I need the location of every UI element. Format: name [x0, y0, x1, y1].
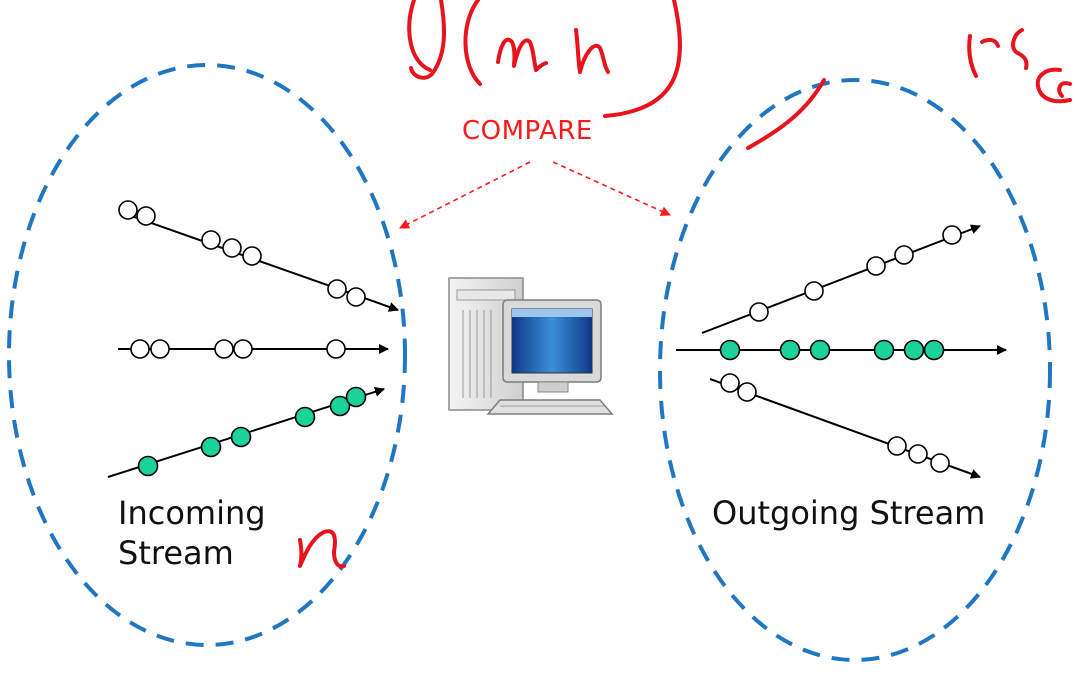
packet-filled	[137, 455, 159, 477]
packet-empty	[327, 279, 347, 299]
incoming-stream-boundary	[7, 63, 407, 647]
packet-empty	[930, 453, 950, 473]
incoming-stream-label-line2: Stream	[118, 534, 234, 572]
desktop-computer-icon	[448, 277, 614, 415]
handwritten-formula-o-mn	[407, 0, 1072, 150]
compare-label: COMPARE	[462, 116, 593, 146]
packet-empty	[118, 200, 138, 220]
packet-empty	[894, 245, 914, 265]
packet-empty	[346, 287, 366, 307]
outgoing-stream-boundary	[658, 78, 1052, 662]
outgoing-stream-line-2	[676, 339, 1007, 361]
packet-empty	[233, 339, 253, 359]
packet-empty	[201, 230, 221, 250]
outgoing-stream-line-1	[701, 224, 981, 334]
packet-filled	[200, 436, 222, 458]
compare-arrow-right	[552, 161, 671, 216]
handwritten-n-mark	[298, 529, 346, 569]
packet-filled	[923, 339, 945, 361]
incoming-stream-line-3	[107, 386, 385, 478]
packet-empty	[130, 339, 150, 359]
packet-empty	[942, 225, 962, 245]
packet-empty	[136, 206, 156, 226]
packet-filled	[294, 406, 316, 428]
packet-filled	[230, 426, 252, 448]
packet-empty	[866, 256, 886, 276]
incoming-stream-label-line1: Incoming	[118, 494, 266, 532]
packet-empty	[150, 339, 170, 359]
packet-filled	[903, 339, 925, 361]
outgoing-stream-line-3	[709, 373, 981, 479]
packet-empty	[908, 444, 928, 464]
packet-filled	[345, 386, 367, 408]
outgoing-stream-label: Outgoing Stream	[712, 494, 986, 532]
packet-empty	[326, 339, 346, 359]
packet-filled	[779, 339, 801, 361]
packet-empty	[720, 373, 740, 393]
incoming-stream-line-2	[118, 339, 389, 359]
incoming-stream-line-1	[118, 200, 399, 312]
packet-empty	[222, 238, 242, 258]
packet-filled	[809, 339, 831, 361]
packet-empty	[804, 281, 824, 301]
packet-empty	[887, 436, 907, 456]
packet-empty	[737, 382, 757, 402]
packet-empty	[749, 302, 769, 322]
packet-filled	[329, 395, 351, 417]
packet-filled	[719, 339, 741, 361]
packet-empty	[214, 339, 234, 359]
packet-filled	[873, 339, 895, 361]
packet-empty	[242, 246, 262, 266]
compare-arrow-left	[399, 161, 531, 229]
